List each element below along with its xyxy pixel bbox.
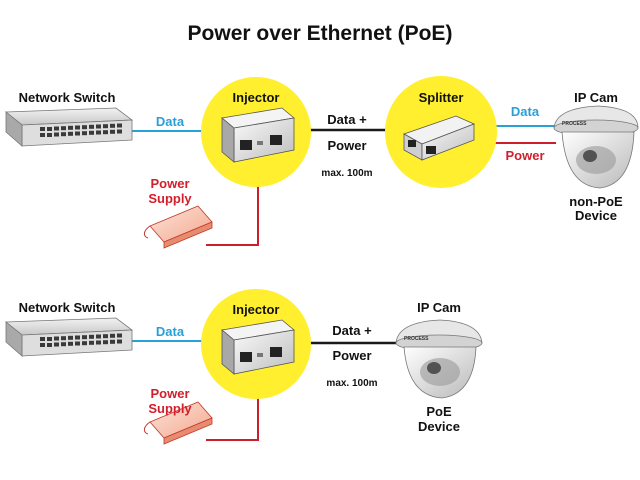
network-switch-label: Network Switch [19, 90, 116, 105]
ip-camera-icon: PROCESS [395, 319, 483, 399]
injector-label: Injector [233, 302, 280, 317]
data-out-label: Data [511, 104, 540, 119]
diagram-title: Power over Ethernet (PoE) [188, 22, 453, 45]
data-power-label-line1: Data + [327, 112, 367, 127]
power-line [206, 392, 259, 441]
data-power-label-line1: Data + [332, 323, 372, 338]
power-supply-label-line1: Power [150, 176, 189, 191]
data-label: Data [156, 324, 185, 339]
device-type-label-line1: non-PoE [569, 194, 623, 209]
device-type-label-line2: Device [418, 419, 460, 434]
device-type-label-line2: Device [575, 208, 617, 223]
power-supply-icon [143, 401, 213, 445]
camera-brand-label: PROCESS [404, 336, 429, 342]
power-supply-label-line1: Power [150, 386, 189, 401]
device-type-label-line1: PoE [426, 404, 452, 419]
ip-cam-label: IP Cam [417, 300, 461, 315]
splitter-device-icon [403, 115, 476, 161]
power-out-label: Power [505, 148, 544, 163]
ip-cam-label: IP Cam [574, 90, 618, 105]
power-supply-icon [143, 205, 213, 249]
camera-brand-label: PROCESS [562, 121, 587, 127]
splitter-label: Splitter [419, 90, 464, 105]
injector-device-icon [221, 107, 295, 163]
network-switch-icon [4, 107, 134, 147]
power-line [206, 180, 259, 246]
top-row: PROCESS Network Switch Data Injector Pow… [4, 76, 639, 249]
power-supply-label-line2: Supply [148, 401, 192, 416]
distance-label: max. 100m [326, 378, 377, 389]
bottom-row: PROCESS Network Switch Data Injector Pow… [4, 289, 483, 445]
data-power-label-line2: Power [332, 348, 371, 363]
network-switch-label: Network Switch [19, 300, 116, 315]
injector-label: Injector [233, 90, 280, 105]
network-switch-icon [4, 317, 134, 357]
data-power-label-line2: Power [327, 138, 366, 153]
data-label: Data [156, 114, 185, 129]
power-supply-label-line2: Supply [148, 191, 192, 206]
injector-device-icon [221, 319, 295, 375]
distance-label: max. 100m [321, 168, 372, 179]
ip-camera-icon: PROCESS [553, 105, 639, 189]
